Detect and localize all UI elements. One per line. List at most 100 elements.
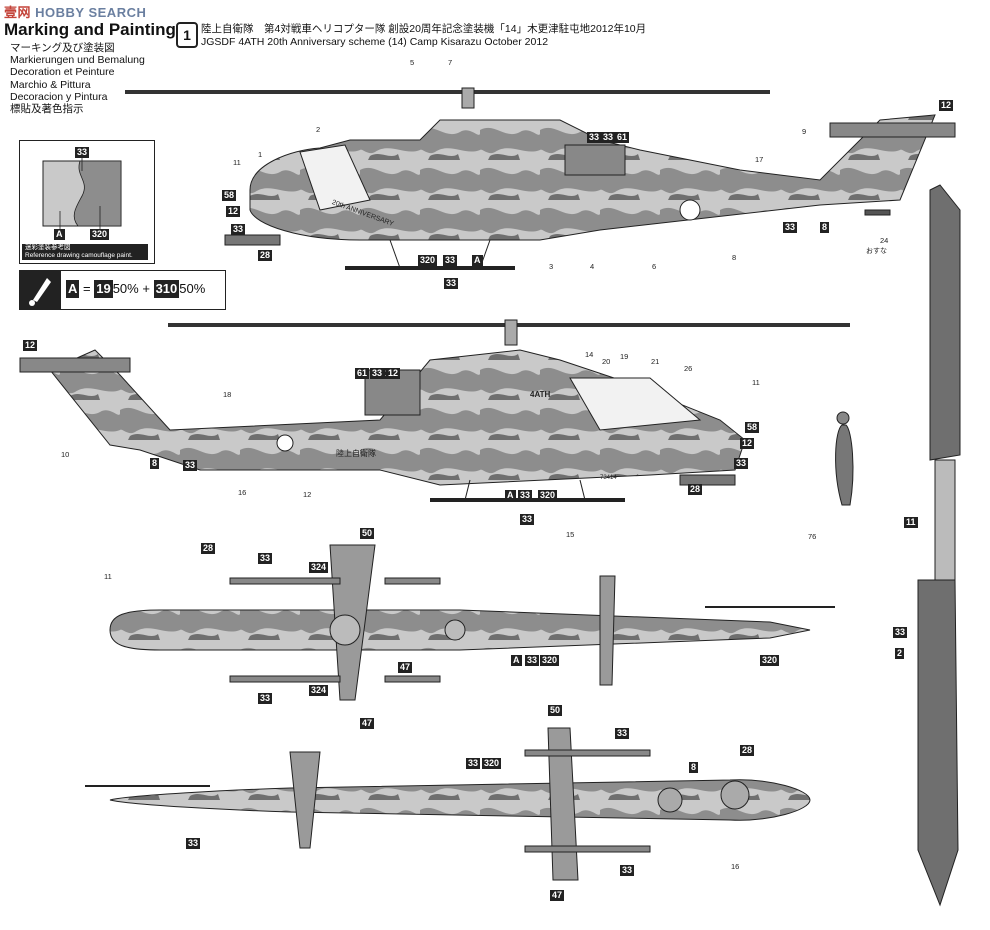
color-tag: 50 [548, 705, 563, 716]
callout-label: 16 [731, 862, 740, 871]
callout-label: 26 [684, 364, 693, 373]
color-tag: 33 [258, 693, 273, 704]
color-tag: 12 [23, 340, 38, 351]
color-tag: 8 [150, 458, 160, 469]
callout-label: 19 [620, 352, 629, 361]
callout-label: 9 [802, 127, 807, 136]
color-tag: 61 [615, 132, 630, 143]
legend-note-en: Reference drawing camouflage paint. [25, 252, 133, 259]
color-tag: 12 [386, 368, 401, 379]
callout-label: 5 [410, 58, 415, 67]
mix-color-1: 19 [94, 280, 113, 298]
color-tag: 33 [518, 490, 533, 501]
camouflage-swatch [42, 153, 122, 233]
color-tag: 28 [258, 250, 273, 261]
color-tag: 33 [258, 553, 273, 564]
color-tag: 2 [895, 648, 905, 659]
color-tag: 320 [760, 655, 780, 666]
color-tag: A [472, 255, 483, 266]
language-de: Markierungen und Bemalung [10, 54, 145, 67]
color-tag: 12 [939, 100, 954, 111]
color-tag: 33 [370, 368, 385, 379]
color-tag: A [505, 490, 516, 501]
color-tag: 33 [783, 222, 798, 233]
color-tag: 324 [309, 562, 329, 573]
color-tag: 33 [520, 514, 535, 525]
rotor-blade-view [917, 184, 961, 907]
color-tag: 33 [620, 865, 635, 876]
color-tag: 33 [186, 838, 201, 849]
color-tag: 33 [525, 655, 540, 666]
anniversary-marking: 20th ANNIVERSARY [330, 199, 395, 228]
color-tag: 28 [688, 484, 703, 495]
color-tag: 47 [398, 662, 413, 673]
camouflage-reference-box: 33 A 320 [19, 140, 155, 264]
callout-label: 18 [223, 390, 232, 399]
callout-label: 10 [61, 450, 70, 459]
legend-left-code: A [54, 229, 65, 240]
callout-label: 16 [238, 488, 247, 497]
mix-code: A [66, 280, 80, 298]
bottom-view [85, 727, 811, 881]
side-view-right [125, 87, 956, 270]
mix-plus: + [142, 281, 150, 296]
legend-top-code: 33 [75, 147, 90, 158]
language-cn: 標貼及著色指示 [10, 103, 84, 116]
color-tag: 28 [201, 543, 216, 554]
language-list: マーキング及び塗装図 Markierungen und Bemalung Dec… [10, 42, 145, 115]
watermark-text: HOBBY SEARCH [35, 5, 147, 20]
color-tag: 33 [615, 728, 630, 739]
top-view [109, 544, 835, 701]
color-tag: 58 [222, 190, 237, 201]
callout-label: 11 [104, 572, 112, 581]
color-tag: 33 [231, 224, 246, 235]
scheme-title-jp: 陸上自衛隊 第4対戦車ヘリコプター隊 創設20周年記念塗装機「14」木更津駐屯地… [201, 23, 647, 35]
color-tag: 33 [466, 758, 481, 769]
callout-label: 17 [755, 155, 764, 164]
color-tag: 12 [740, 438, 755, 449]
color-tag: 320 [538, 490, 558, 501]
color-tag: 320 [540, 655, 560, 666]
unit-marking: 4ATH [530, 390, 551, 399]
paint-drop-icon [19, 270, 61, 310]
color-tag: 8 [820, 222, 830, 233]
mix-color-2: 310 [153, 280, 180, 298]
callout-label: 1 [258, 150, 263, 159]
color-tag: 12 [226, 206, 241, 217]
mix-percent-1: 50% [112, 281, 139, 296]
scheme-number: 1 [176, 22, 198, 48]
color-tag: 50 [360, 528, 375, 539]
callout-label: 24 [880, 236, 889, 245]
callout-label: 11 [233, 158, 241, 167]
rotor-note: おすな [866, 248, 887, 255]
callout-label: 8 [732, 253, 737, 262]
color-tag: 33 [444, 278, 459, 289]
color-tag: 11 [904, 517, 918, 528]
callout-label: 11 [752, 378, 760, 387]
color-tag: 33 [893, 627, 908, 638]
color-tag: 33 [587, 132, 602, 143]
watermark-mark: 壹网 [4, 5, 32, 20]
callout-label: 4 [590, 262, 595, 271]
watermark: 壹网 HOBBY SEARCH [4, 2, 146, 21]
language-it: Marchio & Pittura [10, 78, 91, 91]
mix-equals: = [83, 281, 91, 296]
callout-label: 76 [808, 532, 817, 541]
scheme-title-en: JGSDF 4ATH 20th Anniversary scheme (14) … [201, 36, 549, 48]
language-es: Decoracion y Pintura [10, 90, 108, 103]
side-view-left [19, 319, 854, 506]
page-title: Marking and Painting [4, 20, 176, 39]
callout-label: 3 [549, 262, 554, 271]
callout-label: 7 [448, 58, 453, 67]
color-tag: 58 [745, 422, 760, 433]
mix-percent-2: 50% [179, 281, 206, 296]
color-tag: 61 [355, 368, 370, 379]
legend-right-code: 320 [90, 229, 110, 240]
color-tag: 320 [482, 758, 502, 769]
callout-label: 2 [316, 125, 321, 134]
color-tag: 47 [360, 718, 375, 729]
color-tag: 8 [689, 762, 699, 773]
color-tag: 320 [418, 255, 438, 266]
legend-note-jp: 迷彩塗装参考図 [25, 244, 71, 251]
